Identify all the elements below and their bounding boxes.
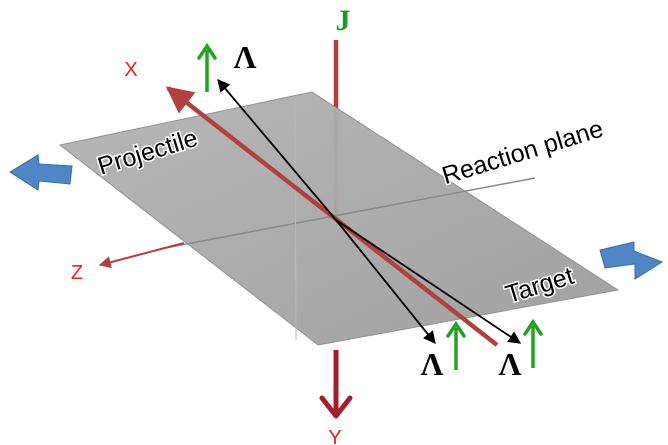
lambda-bottom-right-label: Λ (499, 346, 522, 382)
z-axis-label: Z (71, 262, 83, 284)
lambda-bottom-left-label: Λ (421, 346, 444, 382)
z-axis-line (98, 242, 185, 269)
blue-arrow-left-icon (9, 154, 73, 191)
x-axis-label: X (124, 59, 137, 81)
green-up-arrow-icon (523, 318, 543, 368)
j-axis-label: J (336, 4, 351, 37)
lambda-top-label: Λ (234, 39, 257, 75)
y-axis-arrowhead (319, 395, 353, 419)
lambda-bottom-left-momentum-arrow (335, 219, 436, 344)
reaction-plane (58, 91, 620, 346)
plane-center-line (164, 177, 536, 249)
plane-mid-line (294, 99, 297, 341)
green-up-arrow-icon (197, 42, 217, 92)
lambda-top-momentum-arrow (217, 79, 337, 221)
lambda-bottom-right-momentum-arrow (335, 219, 522, 344)
y-axis-label: Y (328, 427, 341, 445)
green-up-arrow-icon (446, 320, 466, 370)
reaction-plane-label: Reaction plane (439, 115, 607, 191)
blue-arrow-right-icon (599, 241, 664, 280)
